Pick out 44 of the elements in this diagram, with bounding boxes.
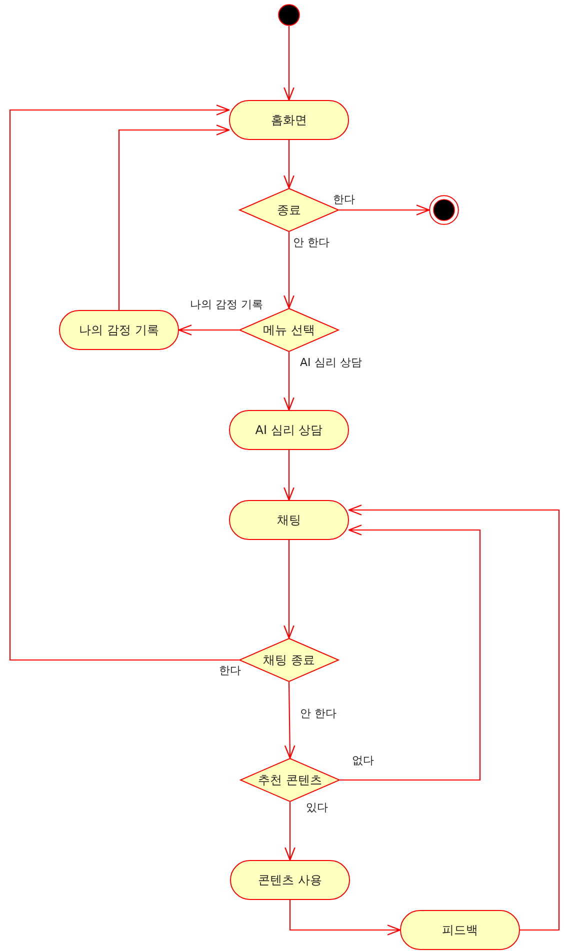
arrow xyxy=(289,900,401,936)
arrow xyxy=(348,504,560,931)
edge-label: 한다 xyxy=(219,664,241,678)
decision-label: 종료 xyxy=(277,202,301,218)
edge-label: 안 한다 xyxy=(293,236,330,250)
decision-diamond xyxy=(239,308,339,352)
activity-label: 홈화면 xyxy=(271,112,307,128)
arrow xyxy=(284,352,294,411)
decision-diamond xyxy=(239,638,339,682)
edge-label: 없다 xyxy=(352,754,374,768)
arrow xyxy=(284,26,294,101)
activity-label: 채팅 xyxy=(277,512,301,528)
edge-label: 한다 xyxy=(333,193,355,206)
activity-box xyxy=(400,910,520,950)
arrow xyxy=(284,450,294,501)
arrow xyxy=(339,204,430,216)
activity-box xyxy=(230,860,350,900)
arrow xyxy=(340,524,481,781)
activity-box xyxy=(229,500,349,540)
arrow xyxy=(284,140,294,189)
edge-label: 있다 xyxy=(306,801,328,814)
activity-box xyxy=(229,100,349,140)
initial-node xyxy=(278,4,300,26)
decision-label: 추천 콘텐츠 xyxy=(258,772,322,788)
activity-box xyxy=(229,410,349,450)
arrow xyxy=(284,682,296,759)
activity-label: 콘텐츠 사용 xyxy=(258,872,322,888)
decision-label: 메뉴 선택 xyxy=(263,322,315,338)
edge-label: 안 한다 xyxy=(300,707,336,720)
activity-label: 나의 감정 기록 xyxy=(79,322,159,338)
edge-label: AI 심리 상담 xyxy=(300,356,362,370)
arrow xyxy=(9,104,239,661)
decision-label: 채팅 종료 xyxy=(263,652,315,668)
decision-diamond xyxy=(240,758,340,802)
edge-label: 나의 감정 기록 xyxy=(190,298,263,312)
arrow xyxy=(118,124,230,310)
arrow xyxy=(284,802,296,861)
arrow xyxy=(178,324,239,336)
arrow xyxy=(284,232,294,309)
arrow xyxy=(284,540,294,639)
activity-label: AI 심리 상담 xyxy=(255,422,323,438)
final-node xyxy=(429,195,459,225)
activity-box xyxy=(59,310,179,350)
activity-label: 피드백 xyxy=(442,922,478,938)
